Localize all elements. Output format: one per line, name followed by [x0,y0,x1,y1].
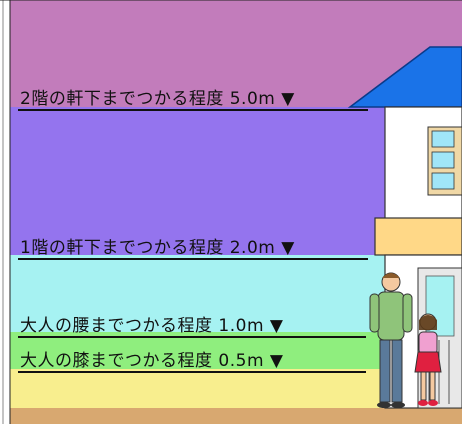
level-label-waist: 大人の腰までつかる程度 1.0m ▼ [18,311,366,338]
child-figure-icon [414,313,442,406]
adult-figure-icon [369,272,413,408]
balcony [374,217,462,256]
roof-icon [347,46,462,108]
level-label-1f-eave: 1階の軒下までつかる程度 2.0m ▼ [18,233,368,260]
ground-strip [10,408,462,424]
level-label-knee: 大人の膝までつかる程度 0.5m ▼ [18,346,366,373]
level-label-2f-eave: 2階の軒下までつかる程度 5.0m ▼ [18,84,368,111]
